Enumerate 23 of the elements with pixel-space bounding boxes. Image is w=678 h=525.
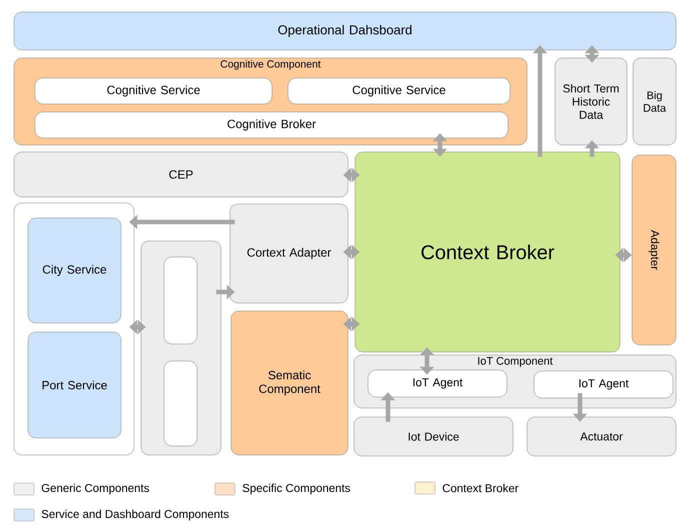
adapter-box: Cortext Adapter: [230, 204, 348, 304]
service-box: City Service: [28, 218, 122, 324]
legend-label: Context Broker: [442, 484, 518, 492]
module-box: [164, 360, 198, 446]
storage-box: Big Data: [632, 58, 676, 146]
device-box: Iot Device: [354, 416, 514, 456]
dashboard-bar: Operational Dahsboard: [14, 12, 676, 50]
component-box: CEP: [14, 152, 348, 198]
broker-box: Context Broker: [354, 152, 620, 352]
legend-label: Specific Components: [242, 484, 350, 494]
service-box: Port Service: [28, 332, 122, 438]
agent-box: IoT Agent: [368, 370, 508, 398]
component-box: Sematic Component: [230, 310, 348, 456]
legend-label: Service and Dashboard Components: [42, 510, 229, 520]
device-box: Actuator: [526, 416, 676, 456]
legend-label: Generic Components: [42, 484, 150, 494]
module-box: [164, 256, 198, 344]
adapter-box: Adapter: [632, 154, 676, 346]
storage-box: Short Term Historic Data: [554, 58, 628, 146]
broker-box: Cognitive Broker: [34, 112, 508, 138]
service-box: Cognitive Service: [34, 78, 272, 104]
service-box: Cognitive Service: [288, 78, 510, 104]
agent-box: IoT Agent: [534, 370, 674, 398]
